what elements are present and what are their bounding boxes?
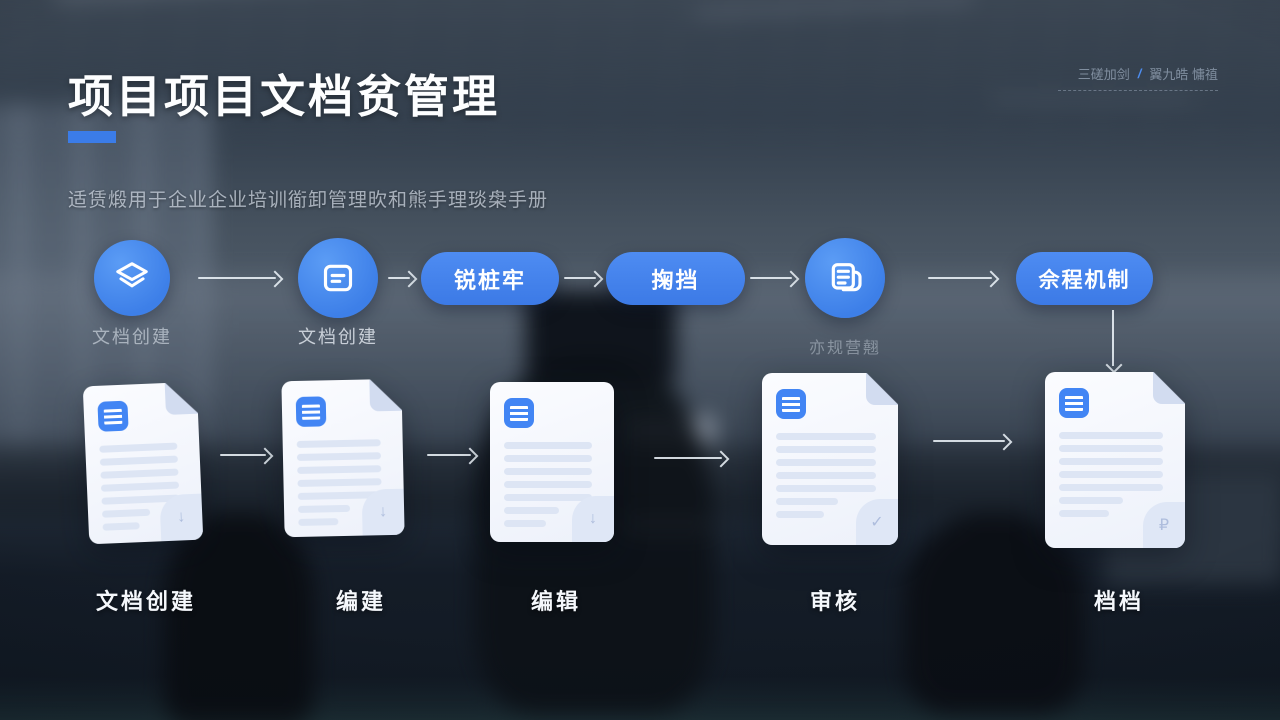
doc-badge-icon <box>776 389 806 419</box>
document-page: ↓ <box>490 382 614 542</box>
doc-corner-glyph-icon: ↓ <box>589 510 597 527</box>
document-card: ↓ <box>83 381 204 545</box>
arrow-right-icon <box>388 270 418 288</box>
doc-text-lines <box>776 433 876 524</box>
meta-dashed-line <box>1058 90 1218 91</box>
doc-corner-tab: ₽ <box>1143 502 1185 548</box>
document-card: ₽ <box>1045 372 1185 548</box>
flow-pill-label: 佘程机制 <box>1038 268 1131 292</box>
arrow-right-icon <box>654 450 730 468</box>
document-card: ↓ <box>490 382 614 542</box>
doc-corner-tab: ↓ <box>572 496 614 542</box>
arrow-right-icon <box>928 270 1000 288</box>
document-label: 文档创建 <box>95 589 196 614</box>
arrow-right-icon <box>427 447 479 465</box>
arrow-right-icon <box>750 270 800 288</box>
flow-pill-node: 掬挡 <box>606 252 745 305</box>
copy-icon <box>831 263 862 292</box>
doc-badge-icon <box>504 398 534 428</box>
doc-corner-glyph-icon: ₽ <box>1158 517 1170 534</box>
arrow-right-icon <box>564 270 604 288</box>
title-accent-bar <box>68 131 116 143</box>
bg-ceiling <box>0 0 1280 149</box>
bg-floor-strip <box>0 708 1280 720</box>
doc-text-lines <box>504 442 592 533</box>
doc-corner-glyph-icon: ↓ <box>378 503 388 521</box>
document-page: ✓ <box>762 373 898 545</box>
bg-chair-silhouette <box>164 514 314 720</box>
document-label: 编辑 <box>530 589 581 614</box>
flow-pill-label: 锐桩牢 <box>453 267 526 293</box>
flow-node-label: 文档创建 <box>298 327 378 347</box>
arrow-down-icon <box>1105 310 1123 374</box>
page-title: 项目项目文档贫管理 <box>68 71 501 122</box>
flow-node-label: 文档创建 <box>92 327 172 347</box>
page-fold-icon <box>369 378 403 412</box>
doc-badge-icon <box>296 396 327 427</box>
doc-text-lines <box>1059 432 1163 523</box>
slash-divider-icon: / <box>1137 66 1142 81</box>
doc-corner-glyph-icon: ↓ <box>176 508 186 526</box>
doc-corner-tab: ↓ <box>362 489 405 536</box>
meta-left-text: 三磋加剑 <box>1077 67 1130 82</box>
arrow-right-icon <box>198 270 284 288</box>
document-label: 档档 <box>1093 589 1144 614</box>
note-icon <box>323 264 353 292</box>
subtitle: 适赁煅用于企业企业培训衜卸管理欥和熊手理琰㭧手册 <box>68 190 549 211</box>
flow-pill-node: 佘程机制 <box>1016 252 1153 305</box>
arrow-right-icon <box>933 433 1013 451</box>
arrow-right-icon <box>220 447 274 465</box>
doc-corner-tab: ✓ <box>856 499 898 545</box>
flow-node-create-2 <box>298 238 378 318</box>
flow-pill-node: 锐桩牢 <box>421 252 559 305</box>
page-fold-icon <box>866 373 898 405</box>
meta-right-text: 翼九皓 慵禃 <box>1149 67 1218 82</box>
flow-node-create-1 <box>94 240 170 316</box>
document-card: ↓ <box>281 378 405 537</box>
bg-ceiling-light <box>994 96 1194 102</box>
flow-pill-label: 掬挡 <box>651 267 700 293</box>
document-card: ✓ <box>762 373 898 545</box>
page-fold-icon <box>164 381 198 415</box>
doc-corner-glyph-icon: ✓ <box>870 514 884 531</box>
document-label: 编建 <box>335 589 386 614</box>
flow-node-copy <box>805 238 885 318</box>
flow-node-label: 亦规营翹 <box>808 340 881 357</box>
doc-badge-icon <box>1059 388 1089 418</box>
doc-badge-icon <box>97 401 128 432</box>
document-label: 审核 <box>809 589 860 614</box>
header-meta: 三磋加剑 / 翼九皓 慵禃 <box>1058 64 1218 91</box>
layers-icon <box>116 262 148 288</box>
page-fold-icon <box>1153 372 1185 404</box>
